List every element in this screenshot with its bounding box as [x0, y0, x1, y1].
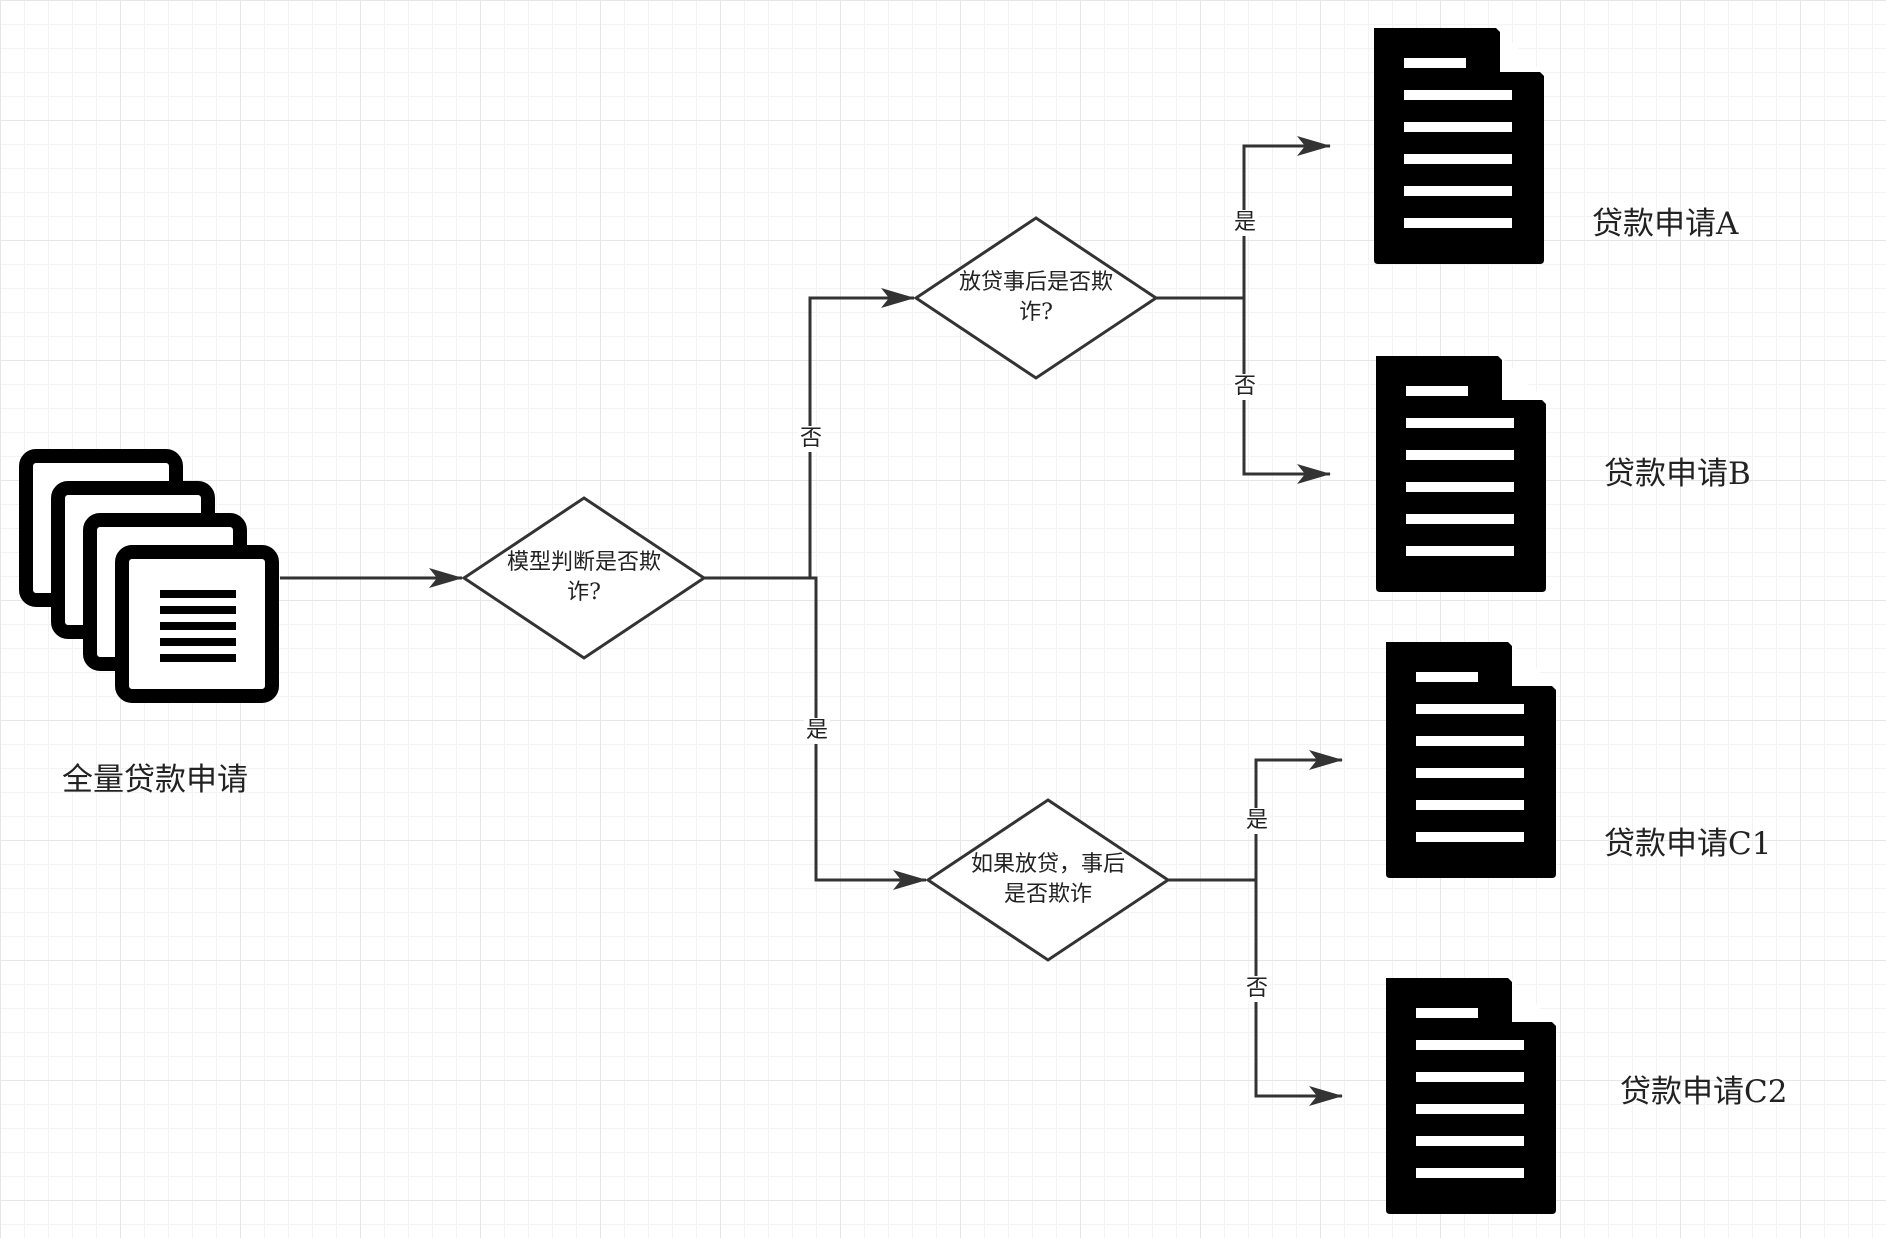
edge-label-bottom-no: 否: [1244, 976, 1271, 1002]
doc-c1-label: 贷款申请C1: [1604, 826, 1772, 862]
document-icon-c2: [1386, 978, 1556, 1214]
doc-a-label: 贷款申请A: [1592, 206, 1739, 242]
edge-label-model-no: 否: [798, 426, 825, 452]
connector-bottom-no: [1254, 880, 1343, 1106]
edge-label-bottom-yes: 是: [1244, 808, 1271, 834]
multiple-documents-icon: [19, 449, 279, 703]
edge-label-top-yes: 是: [1232, 210, 1259, 236]
decision-model-diamond: [461, 496, 707, 660]
doc-c2-label: 贷款申请C2: [1620, 1074, 1788, 1110]
decision-top-diamond: [913, 216, 1159, 380]
decision-bottom-diamond: [925, 798, 1171, 962]
decision-top-label: 放贷事后是否欺 诈?: [958, 270, 1113, 325]
doc-b-label: 贷款申请B: [1604, 456, 1751, 492]
source-label: 全量贷款申请: [62, 762, 248, 798]
document-icon-b: [1376, 356, 1546, 592]
document-icon-a: [1374, 28, 1544, 264]
decision-model-label: 模型判断是否欺 诈?: [506, 550, 661, 605]
edge-label-model-yes: 是: [804, 718, 831, 744]
connector-top-no: [1242, 298, 1331, 484]
decision-bottom-label: 如果放贷，事后 是否欺诈: [970, 852, 1125, 907]
edge-label-top-no: 否: [1232, 374, 1259, 400]
document-icon-c1: [1386, 642, 1556, 878]
